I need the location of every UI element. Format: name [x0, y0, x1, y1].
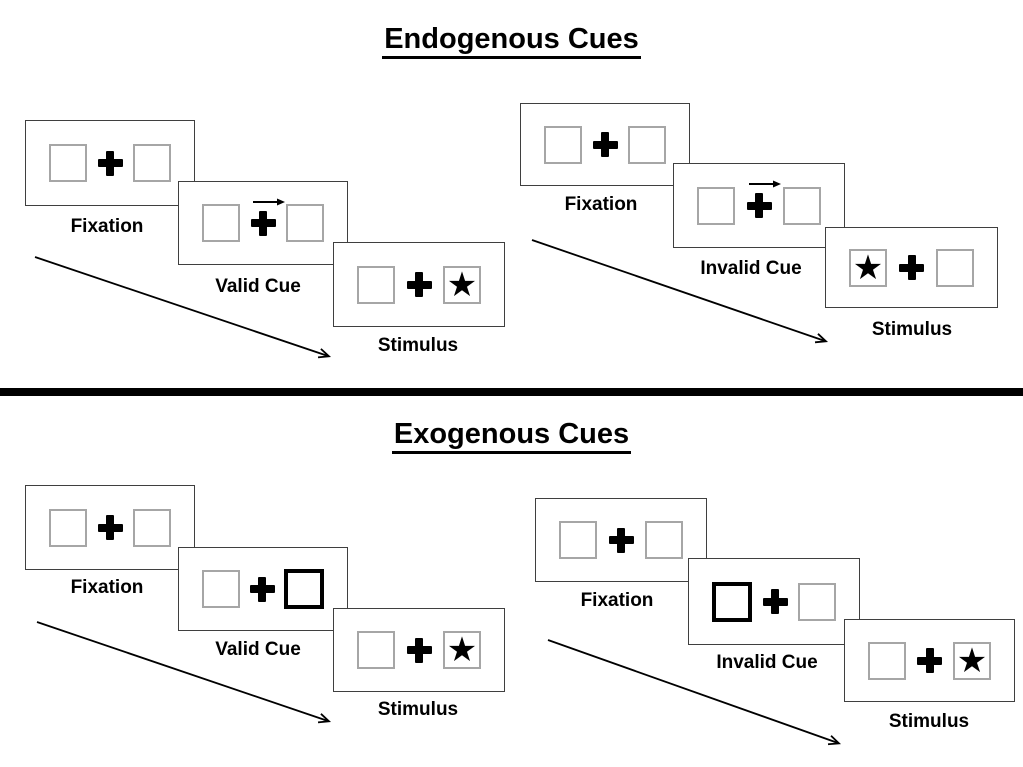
step-label-fixation: Fixation	[580, 590, 654, 611]
right-box-target: ★	[443, 631, 481, 669]
star-icon: ★	[446, 264, 478, 305]
step-label-cue: Valid Cue	[215, 639, 301, 660]
fixation-cross-icon	[97, 515, 123, 540]
fixation-cross-icon	[406, 272, 432, 297]
fixation-cross-icon	[762, 589, 788, 614]
right-box-highlight-cue	[284, 569, 324, 609]
exo-invalid-stimulus-card: ★	[844, 619, 1015, 702]
fixation-cross-icon	[97, 150, 123, 176]
right-box	[645, 521, 683, 559]
left-box	[49, 144, 87, 182]
exo-invalid-fixation-card	[535, 498, 707, 582]
step-label-stimulus: Stimulus	[377, 335, 459, 356]
fixation-cross-icon	[608, 527, 634, 553]
fixation-cross-icon	[917, 648, 942, 673]
right-box	[783, 186, 821, 225]
section-divider	[0, 388, 1023, 396]
right-box	[798, 582, 836, 621]
star-icon: ★	[956, 640, 988, 681]
timeline-arrow-exo-valid	[36, 621, 332, 724]
left-box	[544, 125, 582, 164]
step-label-fixation: Fixation	[70, 216, 144, 237]
endo-invalid-fixation-card	[520, 103, 690, 186]
left-box	[49, 508, 87, 547]
left-box	[357, 265, 395, 304]
endo-valid-cue-card	[178, 181, 348, 265]
cue-arrow-right-icon	[252, 198, 285, 205]
fixation-cross-icon	[249, 576, 275, 602]
section-title-text: Exogenous Cues	[391, 418, 632, 454]
exo-valid-cue-card	[178, 547, 348, 631]
section-title-endogenous: Endogenous Cues	[0, 22, 1023, 59]
step-label-cue: Invalid Cue	[716, 652, 818, 673]
section-title-exogenous: Exogenous Cues	[0, 417, 1023, 454]
step-label-stimulus: Stimulus	[377, 699, 459, 720]
fixation-cross-icon	[406, 637, 432, 663]
timeline-arrow-endo-invalid	[531, 239, 829, 344]
right-box	[936, 248, 974, 287]
step-label-stimulus: Stimulus	[888, 711, 970, 732]
fixation-cross-icon	[592, 132, 618, 157]
left-box	[357, 631, 395, 669]
endo-valid-fixation-card	[25, 120, 195, 206]
star-icon: ★	[446, 630, 478, 670]
left-box	[202, 570, 240, 608]
timeline-arrow-endo-valid	[34, 256, 332, 359]
left-box-highlight-cue	[712, 581, 752, 622]
right-box-target: ★	[443, 264, 481, 305]
endo-invalid-stimulus-card: ★	[825, 227, 998, 308]
step-label-stimulus: Stimulus	[871, 319, 953, 340]
exo-valid-fixation-card	[25, 485, 195, 570]
left-box	[202, 204, 240, 242]
right-box	[133, 508, 171, 547]
step-label-cue: Invalid Cue	[700, 258, 802, 279]
fixation-cross-icon	[899, 255, 924, 280]
exo-invalid-cue-card	[688, 558, 860, 645]
exo-valid-stimulus-card: ★	[333, 608, 505, 692]
step-label-fixation: Fixation	[70, 577, 144, 598]
fixation-cross-icon	[250, 198, 285, 236]
left-box	[868, 641, 906, 680]
left-box	[559, 521, 597, 559]
left-box-target: ★	[849, 247, 887, 288]
section-title-text: Endogenous Cues	[382, 23, 641, 59]
right-box	[133, 144, 171, 182]
endo-invalid-cue-card	[673, 163, 845, 248]
endo-valid-stimulus-card: ★	[333, 242, 505, 327]
right-box-target: ★	[953, 640, 991, 681]
left-box	[697, 186, 735, 225]
star-icon: ★	[852, 247, 884, 288]
right-box	[286, 204, 324, 242]
fixation-cross-icon	[746, 180, 781, 218]
step-label-cue: Valid Cue	[215, 276, 301, 297]
right-box	[628, 125, 666, 164]
step-label-fixation: Fixation	[564, 194, 638, 215]
cue-arrow-right-icon	[748, 180, 781, 188]
